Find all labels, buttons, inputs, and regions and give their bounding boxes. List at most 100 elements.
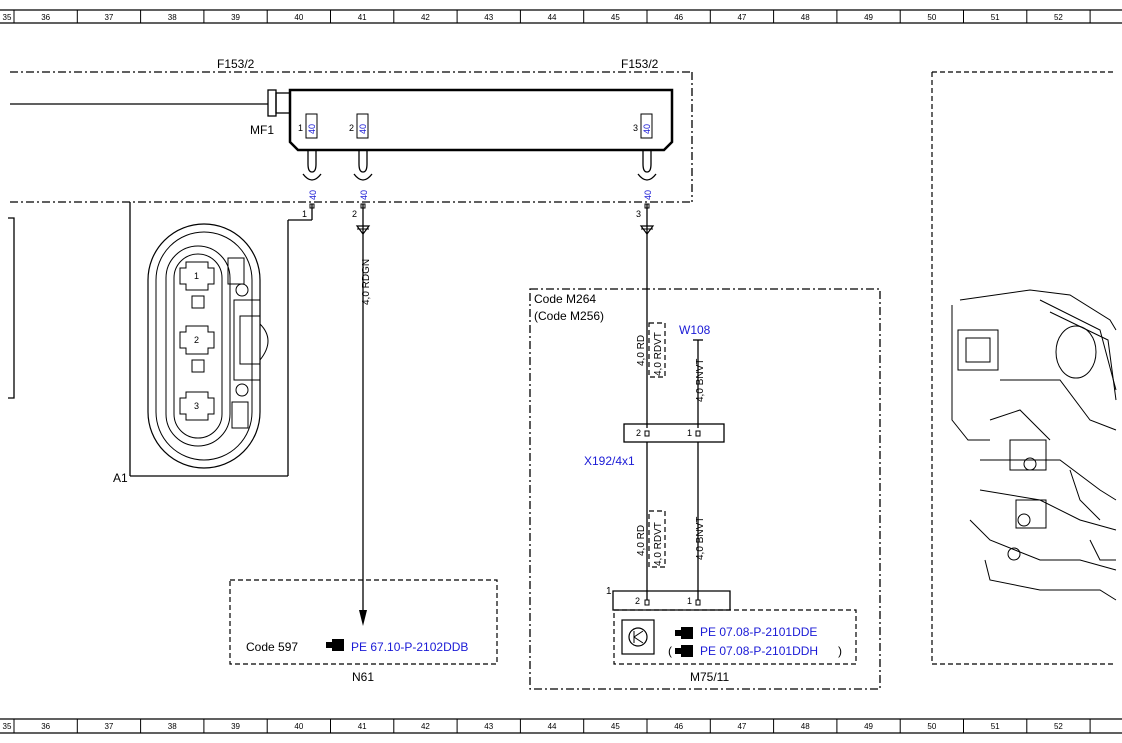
a1-connector-illustration xyxy=(147,223,269,469)
ruler-number: 44 xyxy=(548,13,557,22)
x192-connector xyxy=(623,423,725,443)
ruler-number: 42 xyxy=(421,722,430,731)
ruler-number: 45 xyxy=(611,13,620,22)
ruler-number: 47 xyxy=(737,722,746,731)
ruler-number: 40 xyxy=(294,13,303,22)
x192-pin-2-tick xyxy=(644,430,650,437)
hand-pointer-icon xyxy=(675,627,693,639)
ruler-number: 51 xyxy=(991,13,1000,22)
ruler-number: 35 xyxy=(3,13,12,22)
ruler-number: 37 xyxy=(104,722,113,731)
ruler-number: 38 xyxy=(168,13,177,22)
svg-text:3: 3 xyxy=(633,123,638,133)
out-pin-1: 1 xyxy=(302,209,307,219)
wire-n61-label: 4,0 RDGN xyxy=(361,259,372,305)
code-m264-box xyxy=(529,288,881,690)
a1-box xyxy=(129,202,288,477)
ruler-number: 48 xyxy=(801,722,810,731)
ruler-number: 36 xyxy=(41,13,50,22)
right-component-boundary xyxy=(931,71,1116,665)
m75-box xyxy=(613,609,857,665)
wire-rd-lower: 4,0 RD xyxy=(636,525,647,556)
n61-arrow xyxy=(359,610,367,626)
ruler-number: 52 xyxy=(1054,722,1063,731)
x192-pin-1: 1 xyxy=(687,428,692,438)
wire-rdvt-lower: 4,0 RDVT xyxy=(653,522,664,566)
svg-text:40: 40 xyxy=(359,190,369,200)
svg-text:40: 40 xyxy=(307,124,317,134)
ruler-number: 43 xyxy=(484,13,493,22)
ruler-number: 52 xyxy=(1054,13,1063,22)
actuator-illustration xyxy=(951,289,1117,601)
svg-text:2: 2 xyxy=(349,123,354,133)
ruler-number: 39 xyxy=(231,13,240,22)
wire-rdvt-upper: 4,0 RDVT xyxy=(653,332,664,376)
wire-bnvt-lower: 4,0 BNVT xyxy=(695,517,706,560)
x192-pin-1-tick xyxy=(695,430,701,437)
m75-ref-2-open: ( xyxy=(668,644,672,658)
ruler-number: 50 xyxy=(927,13,936,22)
m75-ref-1[interactable]: PE 07.08-P-2101DDE xyxy=(700,625,817,639)
mf1-plug xyxy=(275,92,291,114)
ruler-number: 41 xyxy=(358,722,367,731)
hand-pointer-icon xyxy=(675,645,693,657)
svg-text:40: 40 xyxy=(308,190,318,200)
fuse-terminal-1: 40 xyxy=(302,150,322,200)
x192-label[interactable]: X192/4x1 xyxy=(584,454,635,468)
fuse-1: 1 40 xyxy=(298,113,318,139)
ruler-number: 40 xyxy=(294,722,303,731)
ruler-number: 46 xyxy=(674,722,683,731)
wire-rd-upper: 4,0 RD xyxy=(636,335,647,366)
wire-bnvt-upper: 4,0 BNVT xyxy=(695,359,706,402)
ruler-number: 39 xyxy=(231,722,240,731)
ruler-number: 38 xyxy=(168,722,177,731)
a1-slot-2: 2 xyxy=(194,335,199,345)
ruler-number: 41 xyxy=(358,13,367,22)
svg-text:40: 40 xyxy=(643,190,653,200)
code-line-2: (Code M256) xyxy=(534,309,604,323)
connector-triangle-3 xyxy=(639,225,655,235)
hand-pointer-icon xyxy=(326,639,344,651)
a1-label: A1 xyxy=(113,471,128,485)
m75-connector-index: 1 xyxy=(606,586,612,597)
wire-label-box-upper xyxy=(648,322,666,378)
fuse-2: 2 40 xyxy=(349,113,369,139)
ground-w108[interactable]: W108 xyxy=(679,323,711,337)
code-line-1: Code M264 xyxy=(534,292,596,306)
svg-text:40: 40 xyxy=(642,124,652,134)
fuse-3: 3 40 xyxy=(633,113,653,139)
wire-label-box-lower xyxy=(648,510,666,568)
ruler-number: 50 xyxy=(927,722,936,731)
ruler-number: 48 xyxy=(801,13,810,22)
n61-box xyxy=(229,579,498,665)
svg-text:1: 1 xyxy=(298,123,303,133)
pin1-tick xyxy=(309,203,315,209)
connector-triangle-2 xyxy=(355,225,371,235)
m75-connector xyxy=(612,590,731,611)
ruler-number: 44 xyxy=(548,722,557,731)
n61-label: N61 xyxy=(352,670,374,684)
a1-slot-3: 3 xyxy=(194,401,199,411)
ruler-number: 37 xyxy=(104,13,113,22)
m75-pin-1: 1 xyxy=(687,596,692,606)
f153-label-left: F153/2 xyxy=(217,57,255,71)
svg-text:40: 40 xyxy=(358,124,368,134)
ruler-number: 51 xyxy=(991,722,1000,731)
m75-label: M75/11 xyxy=(690,670,729,684)
f153-boundary xyxy=(10,71,693,203)
out-pin-3: 3 xyxy=(636,209,641,219)
fuse-terminal-3: 40 xyxy=(637,150,657,200)
n61-code: Code 597 xyxy=(246,640,298,654)
m75-ref-2-close: ) xyxy=(838,644,842,658)
m75-pin-1-tick xyxy=(695,599,701,606)
ruler-number: 49 xyxy=(864,13,873,22)
x192-pin-2: 2 xyxy=(636,428,641,438)
n61-ref-link[interactable]: PE 67.10-P-2102DDB xyxy=(351,640,468,654)
left-bracket xyxy=(8,217,15,399)
m75-ref-2[interactable]: PE 07.08-P-2101DDH xyxy=(700,644,818,658)
mf1-label: MF1 xyxy=(250,123,274,137)
fuse-terminal-2: 40 xyxy=(353,150,373,200)
